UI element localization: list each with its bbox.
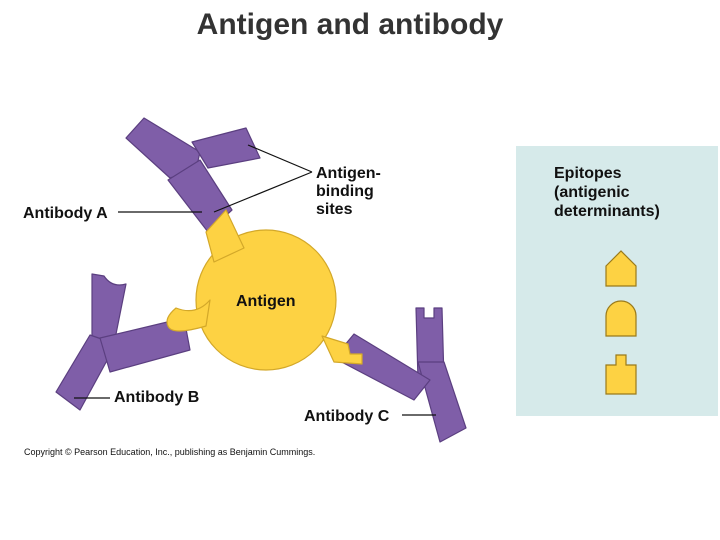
epitope-pointed-icon (605, 250, 637, 287)
label-binding-sites-line2: binding (316, 183, 374, 200)
antibody-c (333, 307, 467, 443)
label-binding-sites-line3: sites (316, 201, 353, 218)
epitope-rounded-icon (605, 300, 637, 337)
page-title: Antigen and antibody (196, 8, 504, 41)
leader-line-binding-site-1 (247, 144, 313, 173)
copyright-notice: Copyright © Pearson Education, Inc., pub… (24, 447, 316, 457)
epitopes-title: Epitopes (antigenic determinants) (554, 165, 660, 220)
antibody-b (55, 273, 191, 411)
label-antibody-c: Antibody C (304, 408, 390, 425)
label-binding-sites-line1: Antigen- (316, 165, 381, 182)
antibody-a (125, 117, 261, 233)
antigen (166, 209, 363, 371)
leader-lines (74, 144, 436, 416)
leader-line-binding-site-2 (213, 171, 313, 213)
label-antigen: Antigen (236, 293, 296, 310)
label-antibody-a: Antibody A (23, 205, 108, 222)
epitope-notched-icon (605, 354, 637, 395)
epitopes-panel: Epitopes (antigenic determinants) (516, 146, 718, 416)
label-antibody-b: Antibody B (114, 389, 199, 406)
